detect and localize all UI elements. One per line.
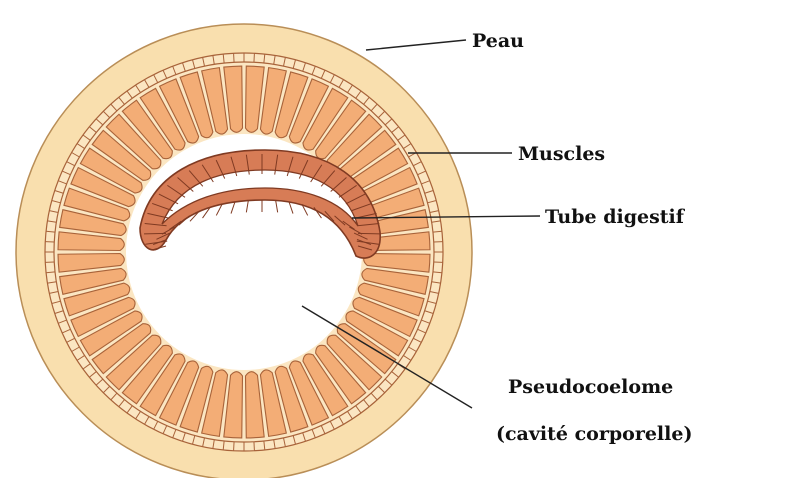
label-cavite-corporelle: (cavité corporelle) (496, 423, 692, 445)
label-tube-digestif: Tube digestif (545, 206, 686, 228)
label-peau: Peau (472, 30, 524, 52)
label-muscles: Muscles (518, 143, 605, 165)
body-layers (16, 24, 472, 478)
leader-line-peau (366, 40, 466, 50)
label-pseudocoelome: Pseudocoelome (508, 376, 673, 398)
